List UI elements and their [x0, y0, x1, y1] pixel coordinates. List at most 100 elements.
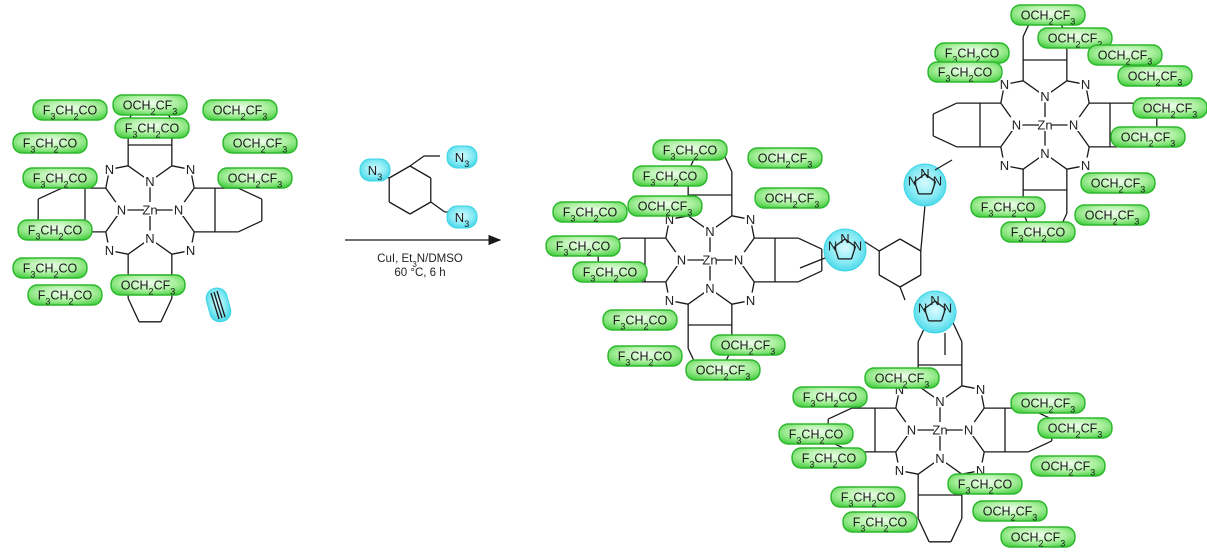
azide-label: N3: [455, 210, 469, 229]
triazole-bond: [844, 238, 856, 248]
substituent-highlight: [545, 235, 621, 257]
pyrrole-nitrogen: N: [1012, 118, 1021, 133]
zinc-center: Zn: [142, 203, 157, 218]
pyrrole-nitrogen: N: [705, 224, 714, 239]
ch2-bond: [409, 155, 425, 167]
substituent-highlight: [112, 94, 188, 116]
pyrrole-nitrogen: N: [145, 231, 154, 246]
substituent-label: F3CH2CO: [958, 478, 1013, 496]
benzene-bond: [899, 274, 922, 288]
substituent-label: F3CH2CO: [563, 206, 618, 224]
substituent-highlight: [602, 309, 678, 331]
substituent-highlight: [970, 196, 1046, 218]
substituent-F3CH2CO: F3CH2CO: [552, 201, 628, 224]
substituent-highlight: [792, 386, 868, 408]
triazole-nitrogen: N: [933, 174, 942, 189]
substituent-OCH2CF3: OCH2CF3: [1010, 392, 1086, 415]
substituent-highlight: [1110, 126, 1186, 148]
meso-nitrogen: N: [1000, 158, 1009, 173]
substituent-highlight: [222, 132, 298, 154]
substituent-label: F3CH2CO: [38, 289, 93, 307]
alkyne-triple-bond: [210, 292, 220, 320]
triazole-nitrogen: N: [930, 293, 939, 308]
triazole-nitrogen: N: [908, 174, 917, 189]
substituent-label: OCH2CF3: [228, 172, 283, 190]
substituent-highlight: [791, 447, 867, 469]
benzene-bond: [388, 165, 411, 179]
substituent-OCH2CF3: OCH2CF3: [1132, 97, 1207, 120]
ch2-bond: [899, 286, 906, 301]
substituent-label: F3CH2CO: [981, 201, 1036, 219]
substituent-F3CH2CO: F3CH2CO: [934, 42, 1010, 65]
substituent-F3CH2CO: F3CH2CO: [32, 99, 108, 122]
substituent-F3CH2CO: F3CH2CO: [22, 167, 98, 190]
substituent-OCH2CF3: OCH2CF3: [1110, 126, 1186, 149]
substituent-highlight: [754, 187, 830, 209]
substituent-OCH2CF3: OCH2CF3: [1010, 4, 1086, 27]
triazole-bond: [833, 246, 840, 260]
substituent-highlight: [572, 261, 648, 283]
substituent-F3CH2CO: F3CH2CO: [778, 423, 854, 446]
substituent-highlight: [1000, 221, 1076, 243]
substituent-OCH2CF3: OCH2CF3: [754, 187, 830, 210]
meso-nitrogen: N: [976, 382, 985, 397]
triazole-bond: [924, 300, 936, 310]
substituent-highlight: [1000, 526, 1076, 548]
meso-nitrogen: N: [976, 463, 985, 478]
substituent-F3CH2CO: F3CH2CO: [632, 165, 708, 188]
triazole-bond: [934, 300, 946, 310]
substituent-OCH2CF3: OCH2CF3: [1037, 417, 1113, 440]
substituent-highlight: [685, 359, 761, 381]
substituent-label: F3CH2CO: [803, 391, 858, 409]
bond: [798, 270, 823, 283]
substituent-highlight: [1117, 65, 1193, 87]
bond: [127, 298, 140, 323]
substituent-label: OCH2CF3: [638, 200, 693, 218]
substituent-highlight: [1074, 204, 1150, 226]
substituent-F3CH2CO: F3CH2CO: [602, 309, 678, 332]
triazole-bond: [913, 181, 920, 195]
substituent-highlight: [552, 201, 628, 223]
substituent-label: OCH2CF3: [1098, 49, 1153, 67]
meso-nitrogen: N: [105, 243, 114, 258]
substituent-F3CH2CO: F3CH2CO: [114, 117, 190, 140]
substituent-OCH2CF3: OCH2CF3: [1080, 172, 1156, 195]
substituent-highlight: [632, 165, 708, 187]
substituent-OCH2CF3: OCH2CF3: [202, 99, 278, 122]
substituent-F3CH2CO: F3CH2CO: [927, 61, 1003, 84]
substituent-highlight: [17, 219, 93, 241]
substituent-highlight: [778, 423, 854, 445]
triazole-nitrogen: N: [840, 231, 849, 246]
meso-nitrogen: N: [186, 162, 195, 177]
triazole-highlight: [913, 290, 957, 334]
alkyne-triple-bond: [213, 291, 223, 319]
substituent-label: F3CH2CO: [33, 172, 88, 190]
substituent-label: F3CH2CO: [1011, 226, 1066, 244]
pyrrole-nitrogen: N: [174, 203, 183, 218]
zinc-center: Zn: [932, 423, 947, 438]
pyrrole-nitrogen: N: [1069, 118, 1078, 133]
substituent-label: F3CH2CO: [663, 144, 718, 162]
substituent-highlight: [607, 345, 683, 367]
benzene-bond: [409, 201, 432, 215]
meso-nitrogen: N: [1081, 158, 1090, 173]
conditions-line2: 60 °C, 6 h: [394, 267, 445, 279]
azide-label: N3: [455, 150, 469, 169]
substituent-F3CH2CO: F3CH2CO: [791, 447, 867, 470]
substituent-OCH2CF3: OCH2CF3: [217, 167, 293, 190]
substituent-label: OCH2CF3: [1085, 209, 1140, 227]
bond: [932, 102, 957, 115]
substituent-F3CH2CO: F3CH2CO: [970, 196, 1046, 219]
substituent-OCH2CF3: OCH2CF3: [627, 195, 703, 218]
pyrrole-nitrogen: N: [677, 253, 686, 268]
substituent-label: F3CH2CO: [613, 314, 668, 332]
substituent-label: F3CH2CO: [583, 266, 638, 284]
meso-nitrogen: N: [895, 382, 904, 397]
triazole-bond: [930, 181, 937, 195]
substituent-OCH2CF3: OCH2CF3: [710, 334, 786, 357]
substituent-highlight: [1080, 172, 1156, 194]
substituent-highlight: [710, 334, 786, 356]
substituent-highlight: [22, 167, 98, 189]
benzene-bond: [878, 274, 901, 288]
